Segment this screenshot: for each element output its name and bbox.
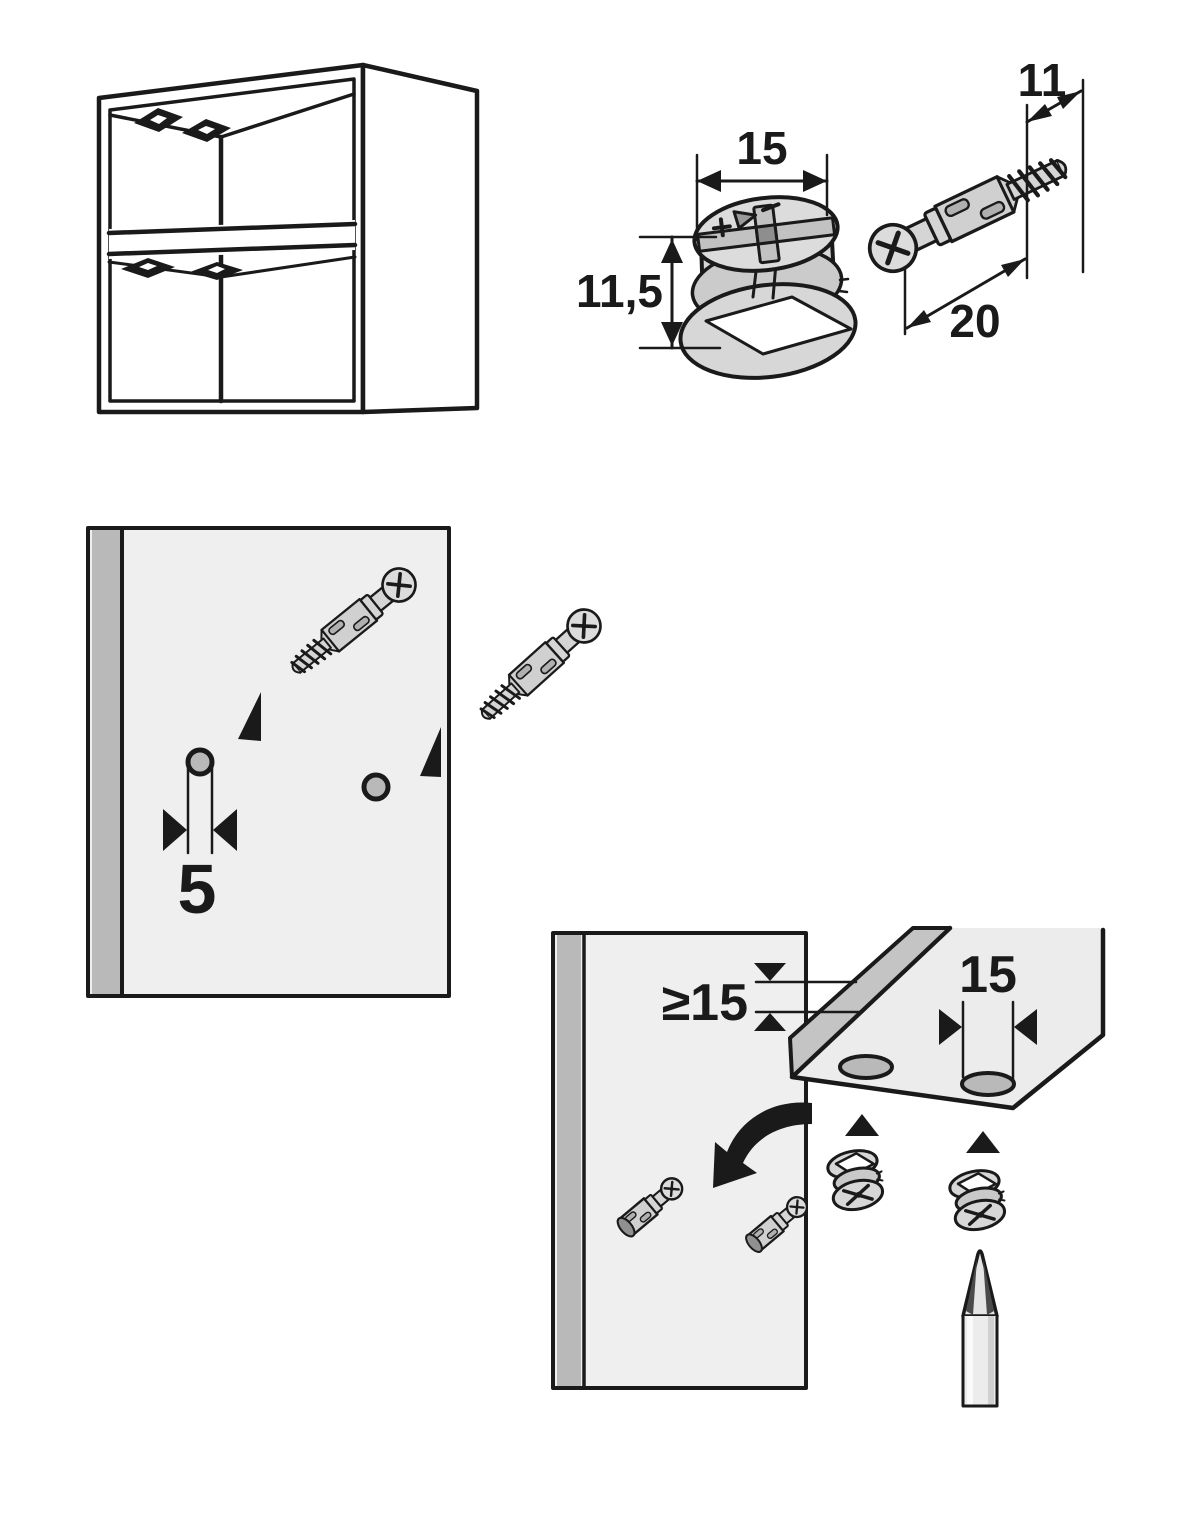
board-edge-face <box>788 926 952 1079</box>
pilot-hole <box>361 772 391 802</box>
fitting-dimensions-figure: 15 11,5 11 20 <box>576 54 1085 380</box>
cam-height-label: 11,5 <box>576 265 663 317</box>
board-thickness-dimension: ≥15 <box>662 963 864 1032</box>
connector-position-marker <box>182 119 231 142</box>
insert-arrow-icon <box>238 692 261 741</box>
rotate-down-arrow-icon <box>713 1102 812 1188</box>
cam-lock-icon <box>944 1164 1012 1236</box>
cam-hole <box>838 1054 894 1080</box>
dowel-icon <box>470 600 610 731</box>
arrow-mark-icon <box>732 210 758 230</box>
dowel-thread-label: 11 <box>1018 54 1067 106</box>
insert-arrow-icon <box>420 727 441 777</box>
dowel-length-dimension: 20 <box>903 257 1027 347</box>
insert-up-arrow-icon <box>845 1114 879 1136</box>
connector-position-marker <box>190 262 243 280</box>
cam-flange-notch <box>704 295 853 356</box>
cam-height-dimension: 11,5 <box>576 235 722 350</box>
cam-diameter-dimension: 15 <box>695 122 829 242</box>
assembly-figure: 15 ≥15 <box>551 925 1106 1408</box>
dowel-icon <box>862 145 1075 279</box>
cabinet-figure <box>96 62 480 415</box>
dowel-thread-dimension: 11 <box>1018 54 1085 280</box>
insert-up-arrow-icon <box>966 1131 1000 1153</box>
cam-hole-label: 15 <box>959 946 1017 1004</box>
cam-lock-icon <box>678 195 858 380</box>
dowel-length-label: 20 <box>949 295 1000 347</box>
side-panel <box>551 931 808 1390</box>
screwdriver-icon <box>961 1249 999 1408</box>
pilot-hole <box>185 747 215 777</box>
cabinet-side-panel <box>360 62 480 415</box>
minus-mark-icon <box>761 202 781 213</box>
board-thickness-label: ≥15 <box>662 974 748 1032</box>
connector-position-marker <box>121 258 175 278</box>
side-panel <box>86 526 451 998</box>
cam-lock-icon <box>822 1144 890 1216</box>
edge-band <box>557 935 581 1386</box>
pilot-hole-dimension: 5 <box>163 766 237 928</box>
pilot-hole-label: 5 <box>178 850 217 928</box>
cam-hole-dimension: 15 <box>939 946 1037 1084</box>
edge-band <box>92 530 120 994</box>
panel-drilling-figure: 5 <box>86 526 610 998</box>
cam-hole <box>960 1071 1016 1097</box>
cam-diameter-label: 15 <box>736 122 787 174</box>
connector-position-marker <box>134 108 183 132</box>
plus-mark-icon <box>711 217 732 238</box>
cabinet-inner-frame <box>108 77 356 403</box>
